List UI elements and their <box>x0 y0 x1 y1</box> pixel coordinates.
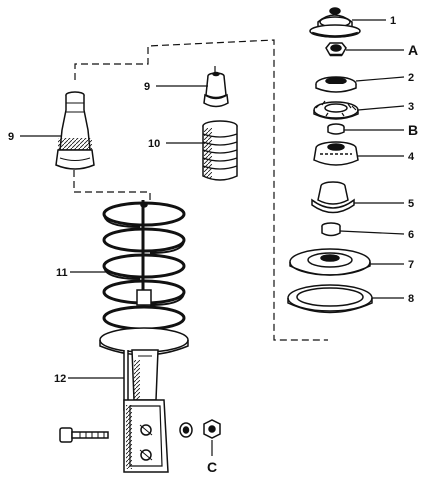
label-7: 7 <box>408 259 414 271</box>
part-9-dust-boot <box>55 91 95 170</box>
label-B: B <box>408 122 418 138</box>
callout-labels: 1 A 2 3 B 4 5 6 7 8 9 9 10 11 12 C <box>8 15 418 475</box>
label-1: 1 <box>390 15 396 27</box>
label-8: 8 <box>408 293 414 305</box>
part-10-bellows <box>202 120 238 181</box>
part-3-bearing <box>313 100 359 120</box>
part-A-nut <box>325 42 347 57</box>
label-2: 2 <box>408 72 414 84</box>
part-8-rubber-ring <box>287 284 373 314</box>
label-4: 4 <box>408 151 415 163</box>
label-10: 10 <box>148 138 160 150</box>
mounting-bolt <box>59 427 109 443</box>
part-4-upper-seat <box>313 141 359 166</box>
part-C-nut <box>203 419 221 439</box>
part-7-spring-seat <box>289 248 371 276</box>
label-11: 11 <box>56 267 68 279</box>
label-C: C <box>207 459 217 475</box>
part-5-insulator <box>311 181 355 214</box>
part-12-strut <box>99 200 189 473</box>
label-9-top: 9 <box>144 81 150 93</box>
part-2-washer <box>315 76 357 93</box>
part-6-stop-ring <box>321 222 341 237</box>
part-9-bump-stop <box>203 71 229 108</box>
label-3: 3 <box>408 101 414 113</box>
label-12: 12 <box>54 373 66 385</box>
label-6: 6 <box>408 229 414 241</box>
bolt-washer <box>179 422 193 438</box>
dashed-assembly-lines <box>73 39 328 341</box>
part-1-top-mount <box>309 7 361 38</box>
part-B-bushing <box>327 123 345 135</box>
label-9-left: 9 <box>8 131 14 143</box>
leader-lines <box>20 19 405 456</box>
label-5: 5 <box>408 198 414 210</box>
label-A: A <box>408 42 418 58</box>
